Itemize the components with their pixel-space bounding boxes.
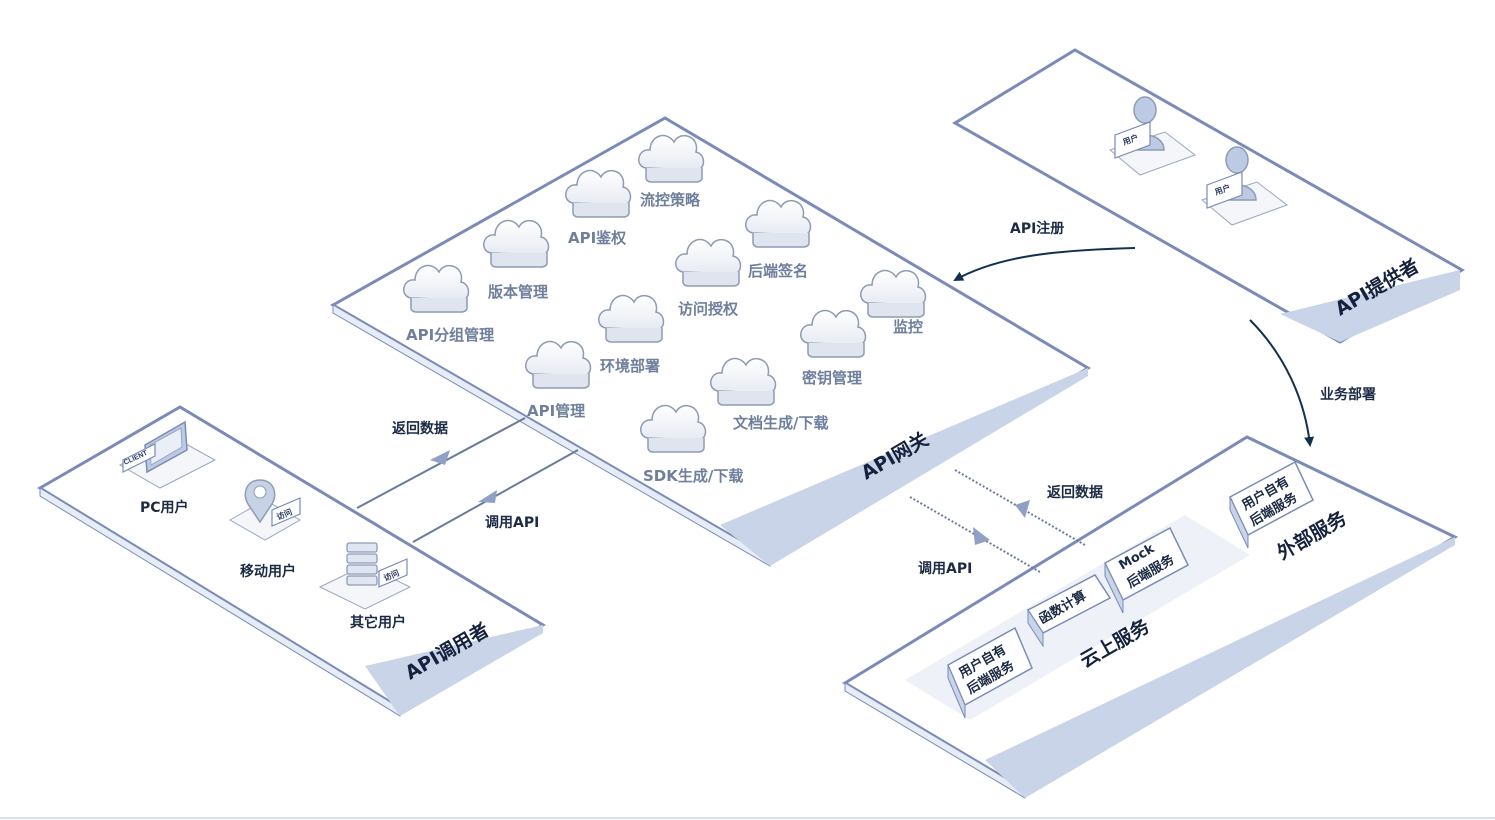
flow-arrows: API注册 业务部署 返回数据 调用API 返回数据 调用API	[356, 220, 1376, 577]
return-left-arrow	[430, 450, 450, 465]
feature-group-label: API分组管理	[406, 326, 494, 344]
services-panel: 用户自有 后端服务 函数计算 Mock 后端服务 云上服务 用户自有 后端服务 …	[842, 435, 1459, 799]
provider-user-1: 用户	[1108, 96, 1197, 176]
user-mobile-label: 移动用户	[240, 563, 296, 580]
deploy-arrow	[1249, 319, 1315, 447]
user-badge-icon: 用户	[1206, 171, 1243, 209]
user-other-label: 其它用户	[350, 614, 406, 631]
caller-panel: API调用者 CLIENT PC用户 访问 移动用户 访问 其它用户	[37, 405, 546, 717]
feature-env-label: 环境部署	[600, 357, 660, 375]
call-left-label: 调用API	[485, 515, 539, 531]
own-backend-box: 用户自有 后端服务	[947, 626, 1033, 719]
call-right-label: 调用API	[918, 561, 972, 577]
call-left-arrow	[478, 490, 497, 503]
pc-monitor-icon: CLIENT	[118, 420, 217, 489]
provider-user-2: 用户	[1200, 146, 1289, 226]
feature-version-label: 版本管理	[488, 283, 548, 301]
feature-monitor-label: 监控	[893, 318, 923, 336]
call-right-arrow	[973, 527, 990, 545]
gateway-panel: API网关 流控策略 API鉴权 版本管理 后端签名 访问授权 API分组管理 …	[329, 116, 1091, 567]
mobile-location-icon: 访问	[228, 479, 302, 541]
feature-auth-label: API鉴权	[568, 229, 627, 247]
external-backend-box: 用户自有 后端服务	[1229, 460, 1314, 549]
feature-access-label: 访问授权	[678, 300, 739, 318]
register-arrow	[953, 247, 1136, 281]
return-right-label: 返回数据	[1047, 484, 1103, 501]
feature-flow-label: 流控策略	[640, 191, 701, 209]
provider-panel: API提供者 用户 用户	[952, 48, 1465, 344]
feature-sdk-label: SDK生成/下载	[643, 467, 743, 485]
feature-doc-label: 文档生成/下载	[733, 414, 828, 432]
mock-backend-box: Mock 后端服务	[1104, 526, 1189, 614]
register-label: API注册	[1010, 220, 1064, 237]
feature-key-label: 密钥管理	[802, 369, 862, 387]
return-right-arrow	[1015, 500, 1030, 518]
feature-apimgr-label: API管理	[527, 402, 585, 420]
feature-sign-label: 后端签名	[748, 262, 808, 280]
server-stack-icon: 访问	[318, 542, 412, 610]
user-pc-label: PC用户	[140, 499, 189, 516]
return-left-label: 返回数据	[392, 420, 448, 437]
user-badge-icon: 用户	[1114, 121, 1151, 159]
deploy-label: 业务部署	[1320, 386, 1376, 403]
